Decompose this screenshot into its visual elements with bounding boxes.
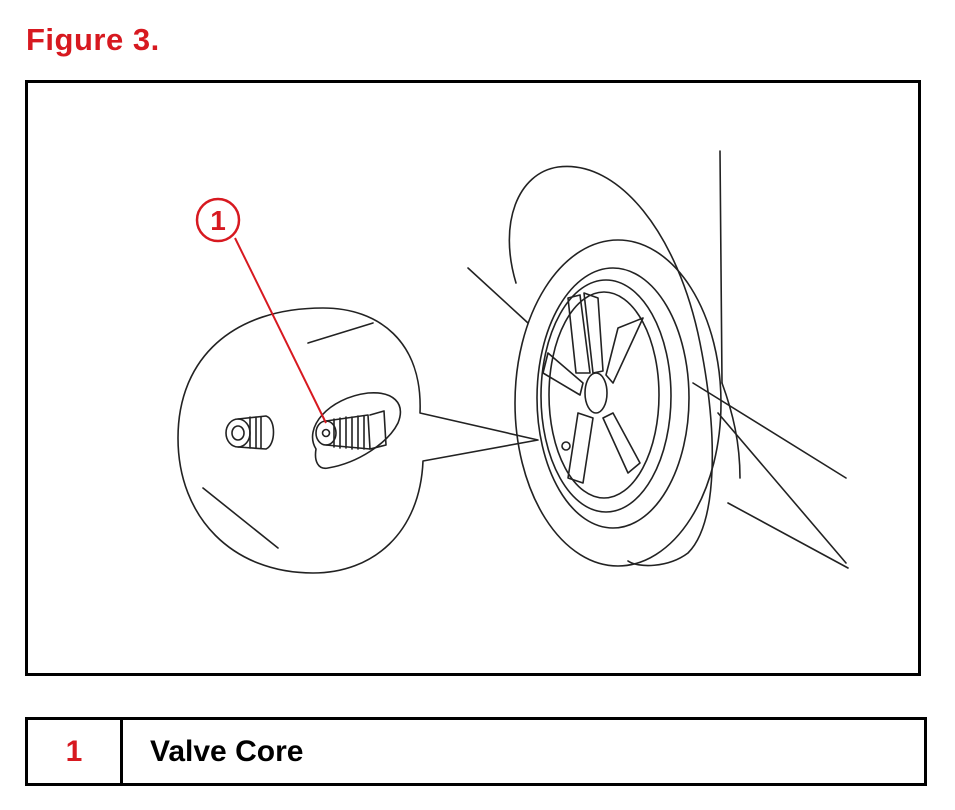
wheel-hub: [584, 372, 608, 414]
tire-valve-illustration: 1: [177, 150, 849, 574]
callout-1: 1: [195, 197, 327, 424]
wheel-rim: [540, 279, 672, 513]
wheel-spokes: [542, 292, 644, 484]
fender-arch: [508, 165, 714, 567]
callout-circle: [195, 197, 241, 243]
figure-title: Figure 3.: [26, 22, 160, 57]
magnifier-outline: [177, 307, 539, 574]
callout-leader-line: [234, 237, 327, 424]
callout-number: 1: [210, 205, 226, 236]
legend-number: 1: [28, 720, 123, 783]
tire-outer: [514, 239, 722, 567]
tire-inner: [536, 267, 690, 529]
legend-label: Valve Core: [150, 734, 304, 768]
valve-stem-drawing: [311, 392, 402, 470]
vehicle-body-lines: [467, 150, 849, 569]
legend-table: 1 Valve Core: [25, 717, 927, 786]
illustration-frame: 1: [25, 80, 921, 676]
valve-cap-drawing: [225, 415, 275, 450]
wheel-valve-stem: [561, 441, 571, 451]
